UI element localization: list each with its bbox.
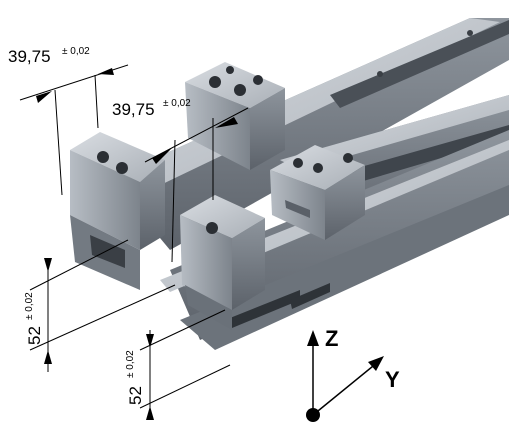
left-jaw-block bbox=[70, 132, 165, 290]
axis-z-label: Z bbox=[325, 326, 338, 351]
back-jaw-block bbox=[185, 62, 285, 170]
middle-jaw-block bbox=[270, 145, 365, 240]
dimension-left-vertical bbox=[29, 239, 176, 372]
dimension-top-left-tol: ± 0,02 bbox=[62, 46, 90, 57]
dimension-top-mid-value: 39,75 bbox=[112, 100, 155, 119]
dimension-top-mid bbox=[144, 107, 249, 263]
axis-y-label: Y bbox=[385, 367, 400, 392]
dimension-bottom-vertical-tol: ± 0,02 bbox=[125, 350, 136, 378]
dimension-bottom-vertical-value: 52 bbox=[126, 386, 145, 405]
dimension-top-left-value: 39,75 bbox=[8, 47, 51, 66]
axes-indicator bbox=[306, 330, 384, 422]
dimension-left-vertical-value: 52 bbox=[25, 326, 44, 345]
dimension-bottom-vertical bbox=[139, 309, 231, 420]
front-jaw-block bbox=[180, 195, 265, 330]
dimension-left-vertical-tol: ± 0,02 bbox=[24, 292, 35, 320]
dimension-top-left bbox=[19, 64, 129, 196]
dimension-top-mid-tol: ± 0,02 bbox=[163, 98, 191, 109]
